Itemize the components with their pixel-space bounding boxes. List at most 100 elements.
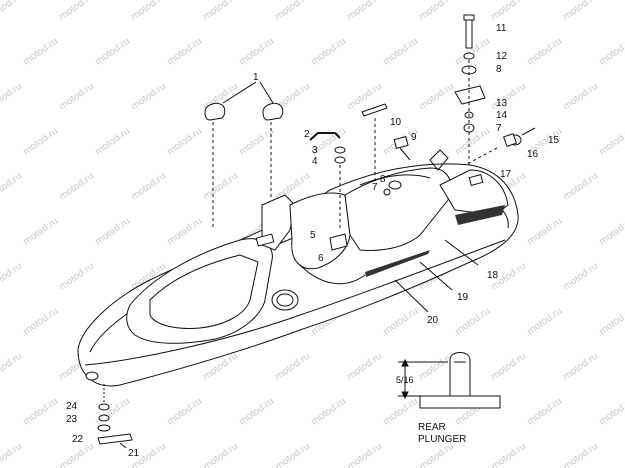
watermark-text: motod.ru: [129, 81, 168, 113]
watermark-text: motod.ru: [561, 261, 600, 293]
watermark-text: motod.ru: [57, 261, 96, 293]
callout-22: 22: [72, 434, 84, 445]
watermark-text: motod.ru: [93, 36, 132, 68]
watermark-text: motod.ru: [129, 0, 168, 22]
watermark-text: motod.ru: [561, 441, 600, 468]
callout-3: 3: [312, 145, 318, 156]
watermark-text: motod.ru: [21, 216, 60, 248]
callout-9: 9: [411, 132, 417, 143]
watermark-text: motod.ru: [129, 171, 168, 203]
inset-labels: 5/16 REAR PLUNGER: [396, 375, 466, 445]
watermark-text: motod.ru: [597, 396, 625, 428]
watermark-text: motod.ru: [345, 441, 384, 468]
grab-handle: [309, 132, 341, 141]
watermark-text: motod.ru: [525, 36, 564, 68]
callout-16: 16: [527, 149, 539, 160]
watermark-text: motod.ru: [561, 81, 600, 113]
washer-12: [463, 52, 475, 60]
callout-12: 12: [496, 51, 508, 62]
watermark-text: motod.ru: [273, 351, 312, 383]
bracket-21: [97, 433, 133, 445]
callout-1: 1: [253, 72, 259, 83]
watermark-text: motod.ru: [237, 36, 276, 68]
watermark-text: motod.ru: [93, 396, 132, 428]
washer-22: [97, 424, 111, 432]
watermark-text: motod.ru: [489, 351, 528, 383]
watermark-text: motod.ru: [201, 0, 240, 22]
watermark-text: motod.ru: [21, 126, 60, 158]
callout-5: 5: [310, 230, 316, 241]
watermark-text: motod.ru: [21, 306, 60, 338]
watermark-text: motod.ru: [93, 126, 132, 158]
watermark-text: motod.ru: [0, 441, 24, 468]
grommet-8: [388, 180, 402, 190]
watermark-text: motod.ru: [237, 126, 276, 158]
watermark-text: motod.ru: [561, 171, 600, 203]
watermark-text: motod.ru: [0, 351, 24, 383]
watermark-text: motod.ru: [237, 396, 276, 428]
callout-24: 24: [66, 401, 78, 412]
cap-24: [98, 403, 110, 411]
watermark-text: motod.ru: [525, 396, 564, 428]
hull: [77, 149, 519, 387]
callout-10: 10: [390, 117, 402, 128]
watermark-text: motod.ru: [489, 0, 528, 22]
watermark-text: motod.ru: [525, 216, 564, 248]
watermark-text: motod.ru: [201, 441, 240, 468]
callout-7-top: 7: [496, 123, 502, 134]
watermark-text: motod.ru: [201, 171, 240, 203]
bolt-11: [463, 14, 475, 49]
watermark-text: motod.ru: [57, 81, 96, 113]
callout-23: 23: [66, 414, 78, 425]
plate-17: [468, 173, 484, 187]
watermark-text: motod.ru: [165, 216, 204, 248]
watermark-text: motod.ru: [165, 36, 204, 68]
pad-right: [262, 102, 284, 121]
drain-plug-16: [502, 132, 522, 148]
watermark-text: motod.ru: [57, 171, 96, 203]
rear-plunger-inset: [398, 352, 501, 409]
watermark-text: motod.ru: [597, 306, 625, 338]
watermark-text: motod.ru: [309, 36, 348, 68]
watermark-text: motod.ru: [597, 36, 625, 68]
watermark-text: motod.ru: [57, 0, 96, 22]
inset-dimension: 5/16: [396, 375, 414, 385]
watermark-text: motod.ru: [21, 36, 60, 68]
bracket-5: [329, 233, 348, 251]
inset-label-line2: PLUNGER: [418, 434, 466, 445]
watermark-text: motod.ru: [381, 36, 420, 68]
callout-8-top: 8: [496, 64, 502, 75]
callout-18: 18: [487, 270, 499, 281]
watermark-text: motod.ru: [381, 306, 420, 338]
washer-23: [98, 414, 110, 422]
callout-11: 11: [496, 23, 507, 34]
plate-9: [393, 135, 409, 149]
callout-14: 14: [496, 110, 508, 121]
watermark-text: motod.ru: [0, 261, 24, 293]
watermark-text: motod.ru: [0, 0, 24, 22]
watermark-text: motod.ru: [93, 216, 132, 248]
callout-13: 13: [496, 98, 508, 109]
fastener-7: [383, 188, 391, 196]
inset-label-line1: REAR: [418, 422, 446, 433]
watermark-text: motod.ru: [0, 81, 24, 113]
watermark-text: motod.ru: [417, 0, 456, 22]
callout-17: 17: [500, 169, 512, 180]
callout-2: 2: [304, 129, 310, 140]
watermark-text: motod.ru: [597, 216, 625, 248]
nut-4: [334, 156, 346, 164]
watermark-text: motod.ru: [345, 351, 384, 383]
watermark-text: motod.ru: [21, 396, 60, 428]
watermark-text: motod.ru: [165, 396, 204, 428]
callout-7-seat: 7: [372, 182, 378, 193]
callout-labels: 1 2 3 4 5 6 7 7 8 8 9 10 11 12 13 14 15 …: [66, 23, 560, 459]
watermark-text: motod.ru: [0, 171, 24, 203]
washer-3: [334, 146, 346, 154]
callout-6: 6: [318, 253, 324, 264]
watermark-text: motod.ru: [453, 36, 492, 68]
watermark-text: motod.ru: [273, 441, 312, 468]
strip-10: [361, 103, 388, 117]
watermark-text: motod.ru: [525, 306, 564, 338]
callout-4: 4: [312, 156, 318, 167]
